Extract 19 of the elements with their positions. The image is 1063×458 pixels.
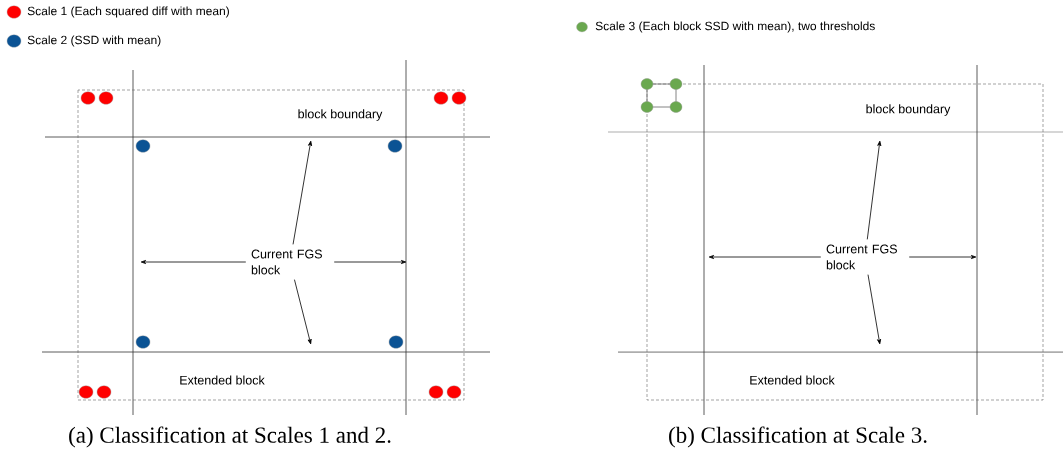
arrow <box>292 140 313 245</box>
arrow <box>294 279 312 345</box>
legend-text: Scale 3 (Each block SSD with mean), two thresholds <box>595 21 875 33</box>
caption: (b) Classification at Scale 3. <box>669 426 927 448</box>
node-text: Current FGS block <box>251 249 322 275</box>
legend-text: Scale 2 (SSD with mean) <box>27 35 161 47</box>
arrow <box>333 260 407 264</box>
region-label: block boundary <box>866 104 951 116</box>
node-text: Current FGS block <box>826 244 897 270</box>
arrow <box>866 140 882 240</box>
caption: (a) Classification at Scales 1 and 2. <box>69 426 391 448</box>
arrow <box>867 274 882 345</box>
region-label: Extended block <box>180 375 265 385</box>
arrow <box>908 255 977 259</box>
region-label: Extended block <box>750 375 835 385</box>
arrow <box>140 260 247 264</box>
legend-text: Scale 1 (Each squared diff with mean) <box>27 6 229 18</box>
region-label: block boundary <box>298 109 383 121</box>
arrow <box>708 255 822 259</box>
